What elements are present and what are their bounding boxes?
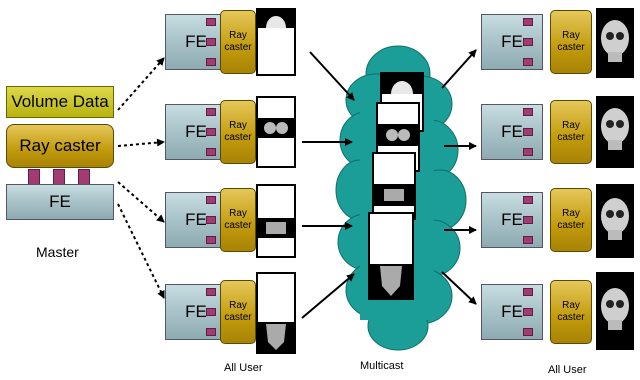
multicast-slice-1-render [382,74,422,94]
left-node-2-port [206,148,216,156]
multicast-caption: Multicast [360,360,403,372]
right-node-1-fe: FE [481,14,543,70]
left-node-2-skull-mid-render [258,118,294,138]
right-node-2-skull-image [596,96,634,168]
left-node-3-port [206,236,216,244]
right-node-2-port [523,128,533,136]
left-node-2-port [206,128,216,136]
right-node-1-port [523,18,533,26]
left-node-2-fe: FE [165,104,227,160]
left-node-3-fe: FE [165,192,227,248]
left-node-3-skull-lower-render [258,218,294,238]
left-node-4-port [206,288,216,296]
left-node-1-port [206,38,216,46]
left-node-1-port [206,58,216,66]
right-node-1-skull-image [596,8,634,78]
right-node-3-skull-image [596,184,634,258]
right-node-4-fe: FE [481,284,543,340]
right-node-3-port [523,196,533,204]
multicast-slice-4-render [370,264,412,298]
right-node-2-port [523,148,533,156]
multicast-slice-2-render [378,124,418,146]
right-node-1-port [523,38,533,46]
right-node-4-port [523,308,533,316]
left-node-1-fe: FE [165,14,227,70]
left-node-4-port [206,328,216,336]
right-node-1-port [523,58,533,66]
left-node-1-port [206,18,216,26]
right-group-caption: All User [548,364,587,376]
left-group-caption: All User [224,362,263,374]
right-node-3-port [523,236,533,244]
left-node-4-port [206,308,216,316]
right-node-4-port [523,288,533,296]
left-node-1-skull-top-render [258,10,294,28]
left-node-4-skull-jaw-render [258,322,294,352]
left-node-2-port [206,108,216,116]
master-to-nodes-arrows [118,58,164,298]
left-node-4-fe: FE [165,284,227,340]
right-node-3-port [523,216,533,224]
right-node-3-fe: FE [481,192,543,248]
right-node-2-fe: FE [481,104,543,160]
right-node-4-skull-image [596,272,634,350]
left-node-3-port [206,196,216,204]
multicast-slice-3-render [374,184,414,206]
right-node-4-port [523,328,533,336]
left-node-3-port [206,216,216,224]
right-node-2-port [523,108,533,116]
